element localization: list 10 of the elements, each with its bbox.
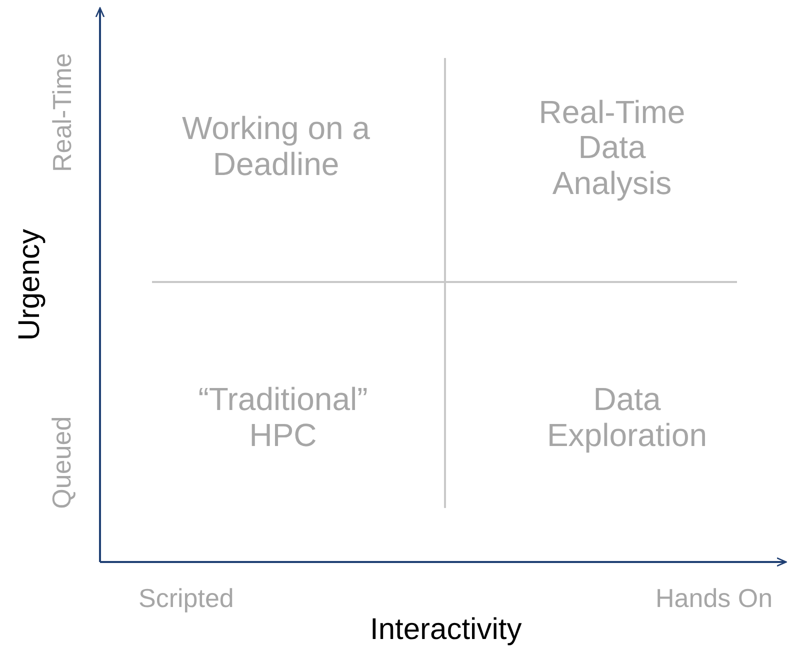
quadrant-label: “Traditional” HPC xyxy=(197,382,369,454)
axis-title: Interactivity xyxy=(370,613,522,647)
axis-tick-label: Real-Time xyxy=(47,52,77,172)
axis-tick-label: Hands On xyxy=(656,584,773,613)
axis-tick-label: Scripted xyxy=(138,584,234,613)
quadrant-label: Data Exploration xyxy=(546,382,708,454)
quadrant-label: Working on a Deadline xyxy=(181,111,371,183)
axis-tick-label: Queued xyxy=(47,416,76,508)
quadrant-label: Real-Time Data Analysis xyxy=(538,94,686,202)
axis-title: Urgency xyxy=(13,228,47,341)
